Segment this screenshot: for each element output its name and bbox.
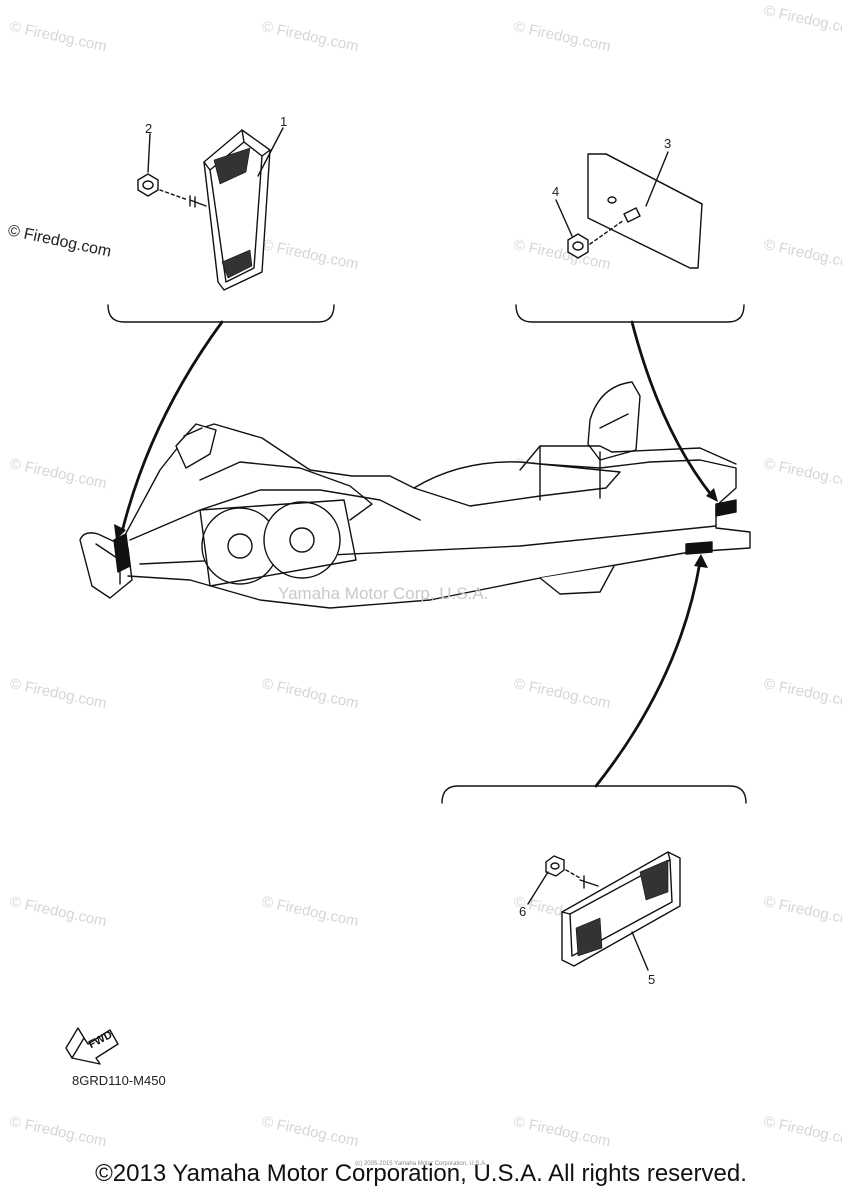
yamaha-watermark: Yamaha Motor Corp, U.S.A. bbox=[278, 584, 489, 603]
micro-copyright: (c) 2005-2015 Yamaha Motor Corporation, … bbox=[355, 1161, 487, 1167]
fwd-arrow-icon bbox=[65, 1027, 119, 1065]
copyright-notice: ©2013 Yamaha Motor Corporation, U.S.A. A… bbox=[95, 1160, 747, 1187]
callout-6: 6 bbox=[519, 904, 527, 919]
callout-3: 3 bbox=[664, 136, 672, 151]
callout-2: 2 bbox=[145, 121, 153, 136]
callout-5: 5 bbox=[648, 972, 656, 987]
detail-reflector-rear bbox=[441, 785, 747, 971]
detail-reflector-front bbox=[107, 127, 335, 323]
snowmobile-illustration bbox=[79, 381, 751, 609]
detail-license-plate bbox=[515, 151, 745, 323]
diagram-code: 8GRD110-M450 bbox=[72, 1073, 166, 1088]
callout-1: 1 bbox=[280, 114, 288, 129]
connector-arrows bbox=[120, 320, 714, 788]
callout-4: 4 bbox=[552, 184, 560, 199]
